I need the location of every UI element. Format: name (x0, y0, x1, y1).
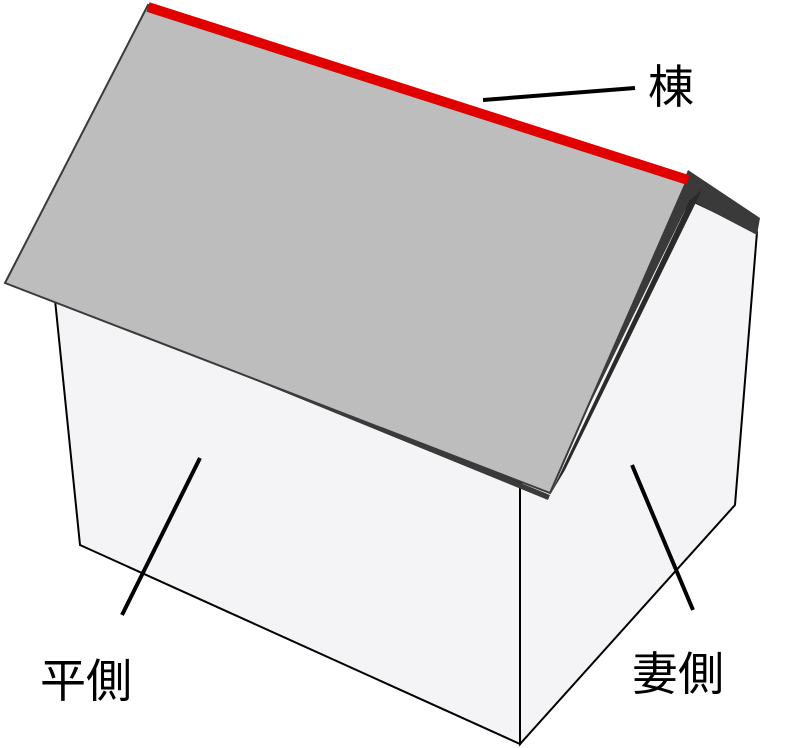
gable-barge-board-lower (550, 190, 702, 495)
gable-side-label: 妻側 (632, 647, 724, 701)
ridge-leader-line (482, 86, 636, 102)
eaves-side-leader-line (120, 457, 202, 616)
eaves-side-label: 平側 (40, 654, 132, 708)
ridge-line (146, 2, 690, 185)
gable-side-leader-line (630, 464, 695, 611)
ridge-label: 棟 (648, 60, 694, 114)
